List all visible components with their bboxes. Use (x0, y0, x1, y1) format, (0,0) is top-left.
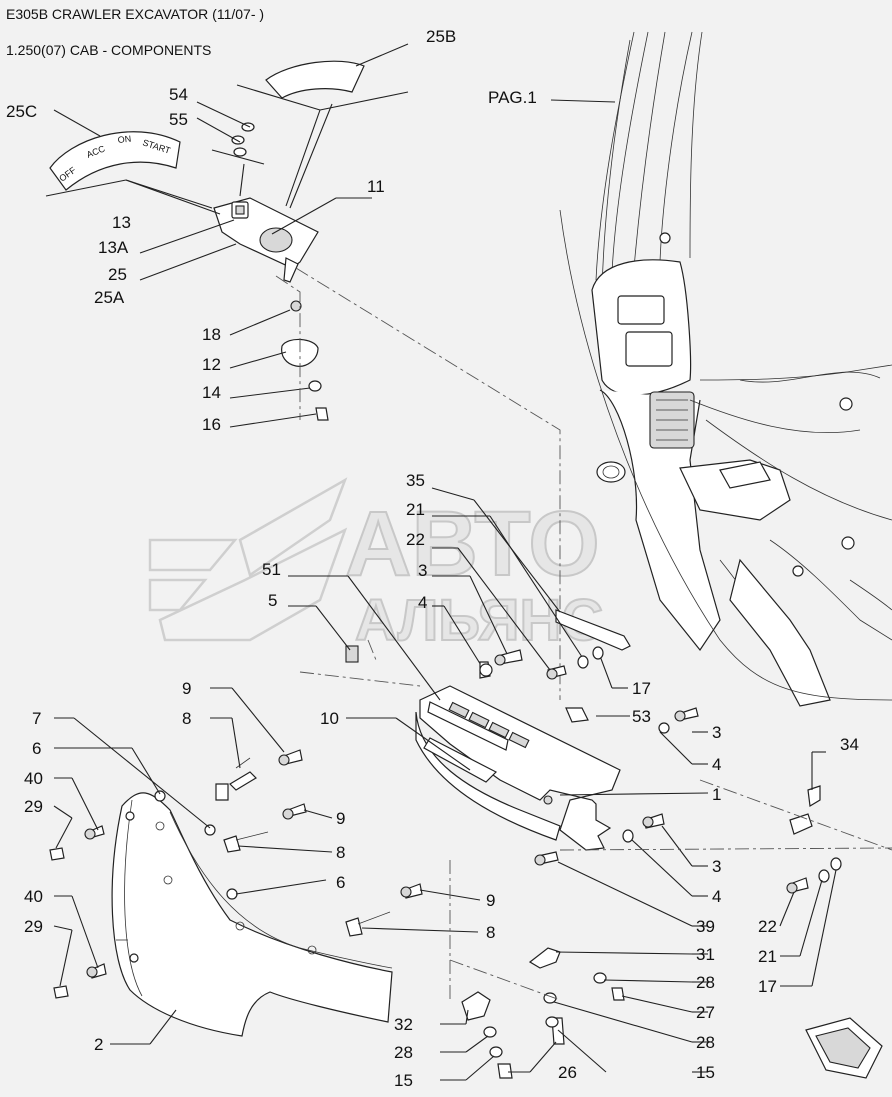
cab-pillar-assembly (550, 31, 892, 707)
callout-10: 10 (320, 709, 339, 728)
callout-13: 13 (112, 213, 131, 232)
cover-25b (265, 60, 365, 99)
watermark-logo-icon (148, 477, 348, 642)
pag1-leader (550, 99, 616, 103)
callout-54: 54 (169, 85, 188, 104)
callout-17a: 17 (632, 679, 651, 698)
callout-21a: 21 (406, 500, 425, 519)
callout-25b: 25B (426, 27, 456, 46)
callout-4a: 4 (418, 593, 427, 612)
callout-25a: 25A (94, 288, 125, 307)
washer-14 (308, 380, 322, 392)
watermark: АВТО АЛЬЯНС (148, 477, 604, 654)
nut-18 (290, 300, 302, 312)
callout-28a: 28 (696, 973, 715, 992)
callout-6b: 6 (336, 873, 345, 892)
screw-16 (315, 407, 329, 421)
callout-17b: 17 (758, 977, 777, 996)
callout-39: 39 (696, 917, 715, 936)
callout-labels: 25B 54 55 25C PAG.1 11 13 13A 25 25A 18 … (6, 27, 859, 1090)
callout-15a: 15 (394, 1071, 413, 1090)
callout-1: 1 (712, 785, 721, 804)
callout-25: 25 (108, 265, 127, 284)
callout-26: 26 (558, 1063, 577, 1082)
callout-5: 5 (268, 591, 277, 610)
clip-5 (345, 645, 359, 663)
callout-29b: 29 (24, 917, 43, 936)
callout-29a: 29 (24, 797, 43, 816)
leader-lines (53, 687, 892, 1081)
callout-32: 32 (394, 1015, 413, 1034)
callout-6a: 6 (32, 739, 41, 758)
plate-text-on: ON (117, 134, 131, 145)
cover-2 (111, 792, 393, 1037)
callout-7: 7 (32, 709, 41, 728)
callout-34: 34 (840, 735, 859, 754)
callout-9a: 9 (182, 679, 191, 698)
console-assembly (288, 487, 709, 851)
callout-3b: 3 (712, 723, 721, 742)
callout-35: 35 (406, 471, 425, 490)
hardware-parts (49, 646, 883, 1079)
callout-11: 11 (367, 177, 385, 196)
callout-16: 16 (202, 415, 221, 434)
callout-4b: 4 (712, 755, 721, 774)
callout-22b: 22 (758, 917, 777, 936)
callout-8c: 8 (486, 923, 495, 942)
callout-3a: 3 (418, 561, 427, 580)
callout-4c: 4 (712, 887, 721, 906)
callout-55: 55 (169, 110, 188, 129)
bracket-31 (528, 947, 561, 969)
callout-15b: 15 (696, 1063, 715, 1082)
callout-53: 53 (632, 707, 651, 726)
callout-8b: 8 (336, 843, 345, 862)
callout-18: 18 (202, 325, 221, 344)
callout-22a: 22 (406, 530, 425, 549)
callout-pag1: PAG.1 (488, 88, 537, 107)
key-switch-assembly: OFF ACC ON START (45, 43, 561, 700)
callout-40a: 40 (24, 769, 43, 788)
watermark-line1: АВТО (345, 493, 600, 595)
callout-21b: 21 (758, 947, 777, 966)
bracket-35 (555, 609, 631, 651)
clip-12 (281, 338, 319, 367)
diagram-subtitle: 1.250(07) CAB - COMPONENTS (6, 42, 212, 58)
callout-31: 31 (696, 945, 715, 964)
callout-9b: 9 (336, 809, 345, 828)
diagram-title: E305B CRAWLER EXCAVATOR (11/07- ) (6, 6, 265, 22)
callout-8a: 8 (182, 709, 191, 728)
callout-9c: 9 (486, 891, 495, 910)
callout-28b: 28 (394, 1043, 413, 1062)
callout-2: 2 (94, 1035, 103, 1054)
bracket-32 (461, 991, 491, 1021)
callout-12: 12 (202, 355, 221, 374)
callout-28c: 28 (696, 1033, 715, 1052)
callout-25c: 25C (6, 102, 37, 121)
callout-40b: 40 (24, 887, 43, 906)
switch-53 (565, 707, 589, 723)
callout-13a: 13A (98, 238, 129, 257)
callout-27: 27 (696, 1003, 715, 1022)
callout-51: 51 (262, 560, 281, 579)
side-cover-assembly (111, 792, 393, 1037)
callout-3c: 3 (712, 857, 721, 876)
callout-14: 14 (202, 383, 221, 402)
key-plate-25c (49, 131, 181, 191)
